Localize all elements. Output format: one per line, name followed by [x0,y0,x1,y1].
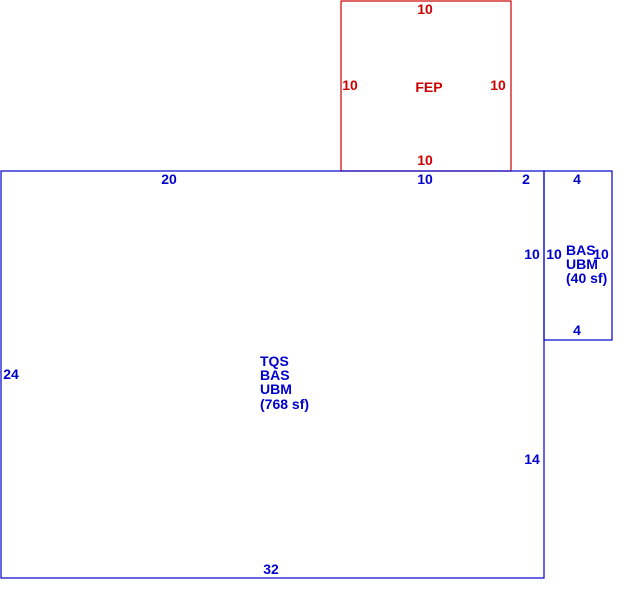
main-bottom-dimension: 32 [263,561,279,577]
side-area-label-line-3: (40 sf) [566,270,607,286]
porch-bottom-dimension: 10 [417,152,433,168]
main-area-outline [0,170,545,579]
main-right-upper-dimension: 10 [524,246,540,262]
main-top-left-dimension: 20 [161,171,177,187]
side-top-dimension: 4 [573,171,581,187]
main-area-label-line-1: TQS [260,353,289,369]
porch-area-label: FEP [415,79,442,95]
main-top-mid-dimension: 10 [417,171,433,187]
main-area-label-line-3: UBM [260,381,292,397]
porch-left-dimension: 10 [342,77,358,93]
porch-right-dimension: 10 [490,77,506,93]
side-area-outline [543,170,613,341]
porch-top-dimension: 10 [417,1,433,17]
side-right-dimension: 10 [593,246,609,262]
main-area-label-line-2: BAS [260,367,290,383]
side-area-label-line-2: UBM [566,256,598,272]
side-left-dimension: 10 [546,246,562,262]
main-area-label-line-4: (768 sf) [260,396,309,412]
side-area-label-line-1: BAS [566,242,596,258]
main-left-dimension: 24 [3,366,19,382]
main-right-lower-dimension: 14 [524,451,540,467]
side-bottom-dimension: 4 [573,322,581,338]
main-top-right-dimension: 2 [522,171,530,187]
